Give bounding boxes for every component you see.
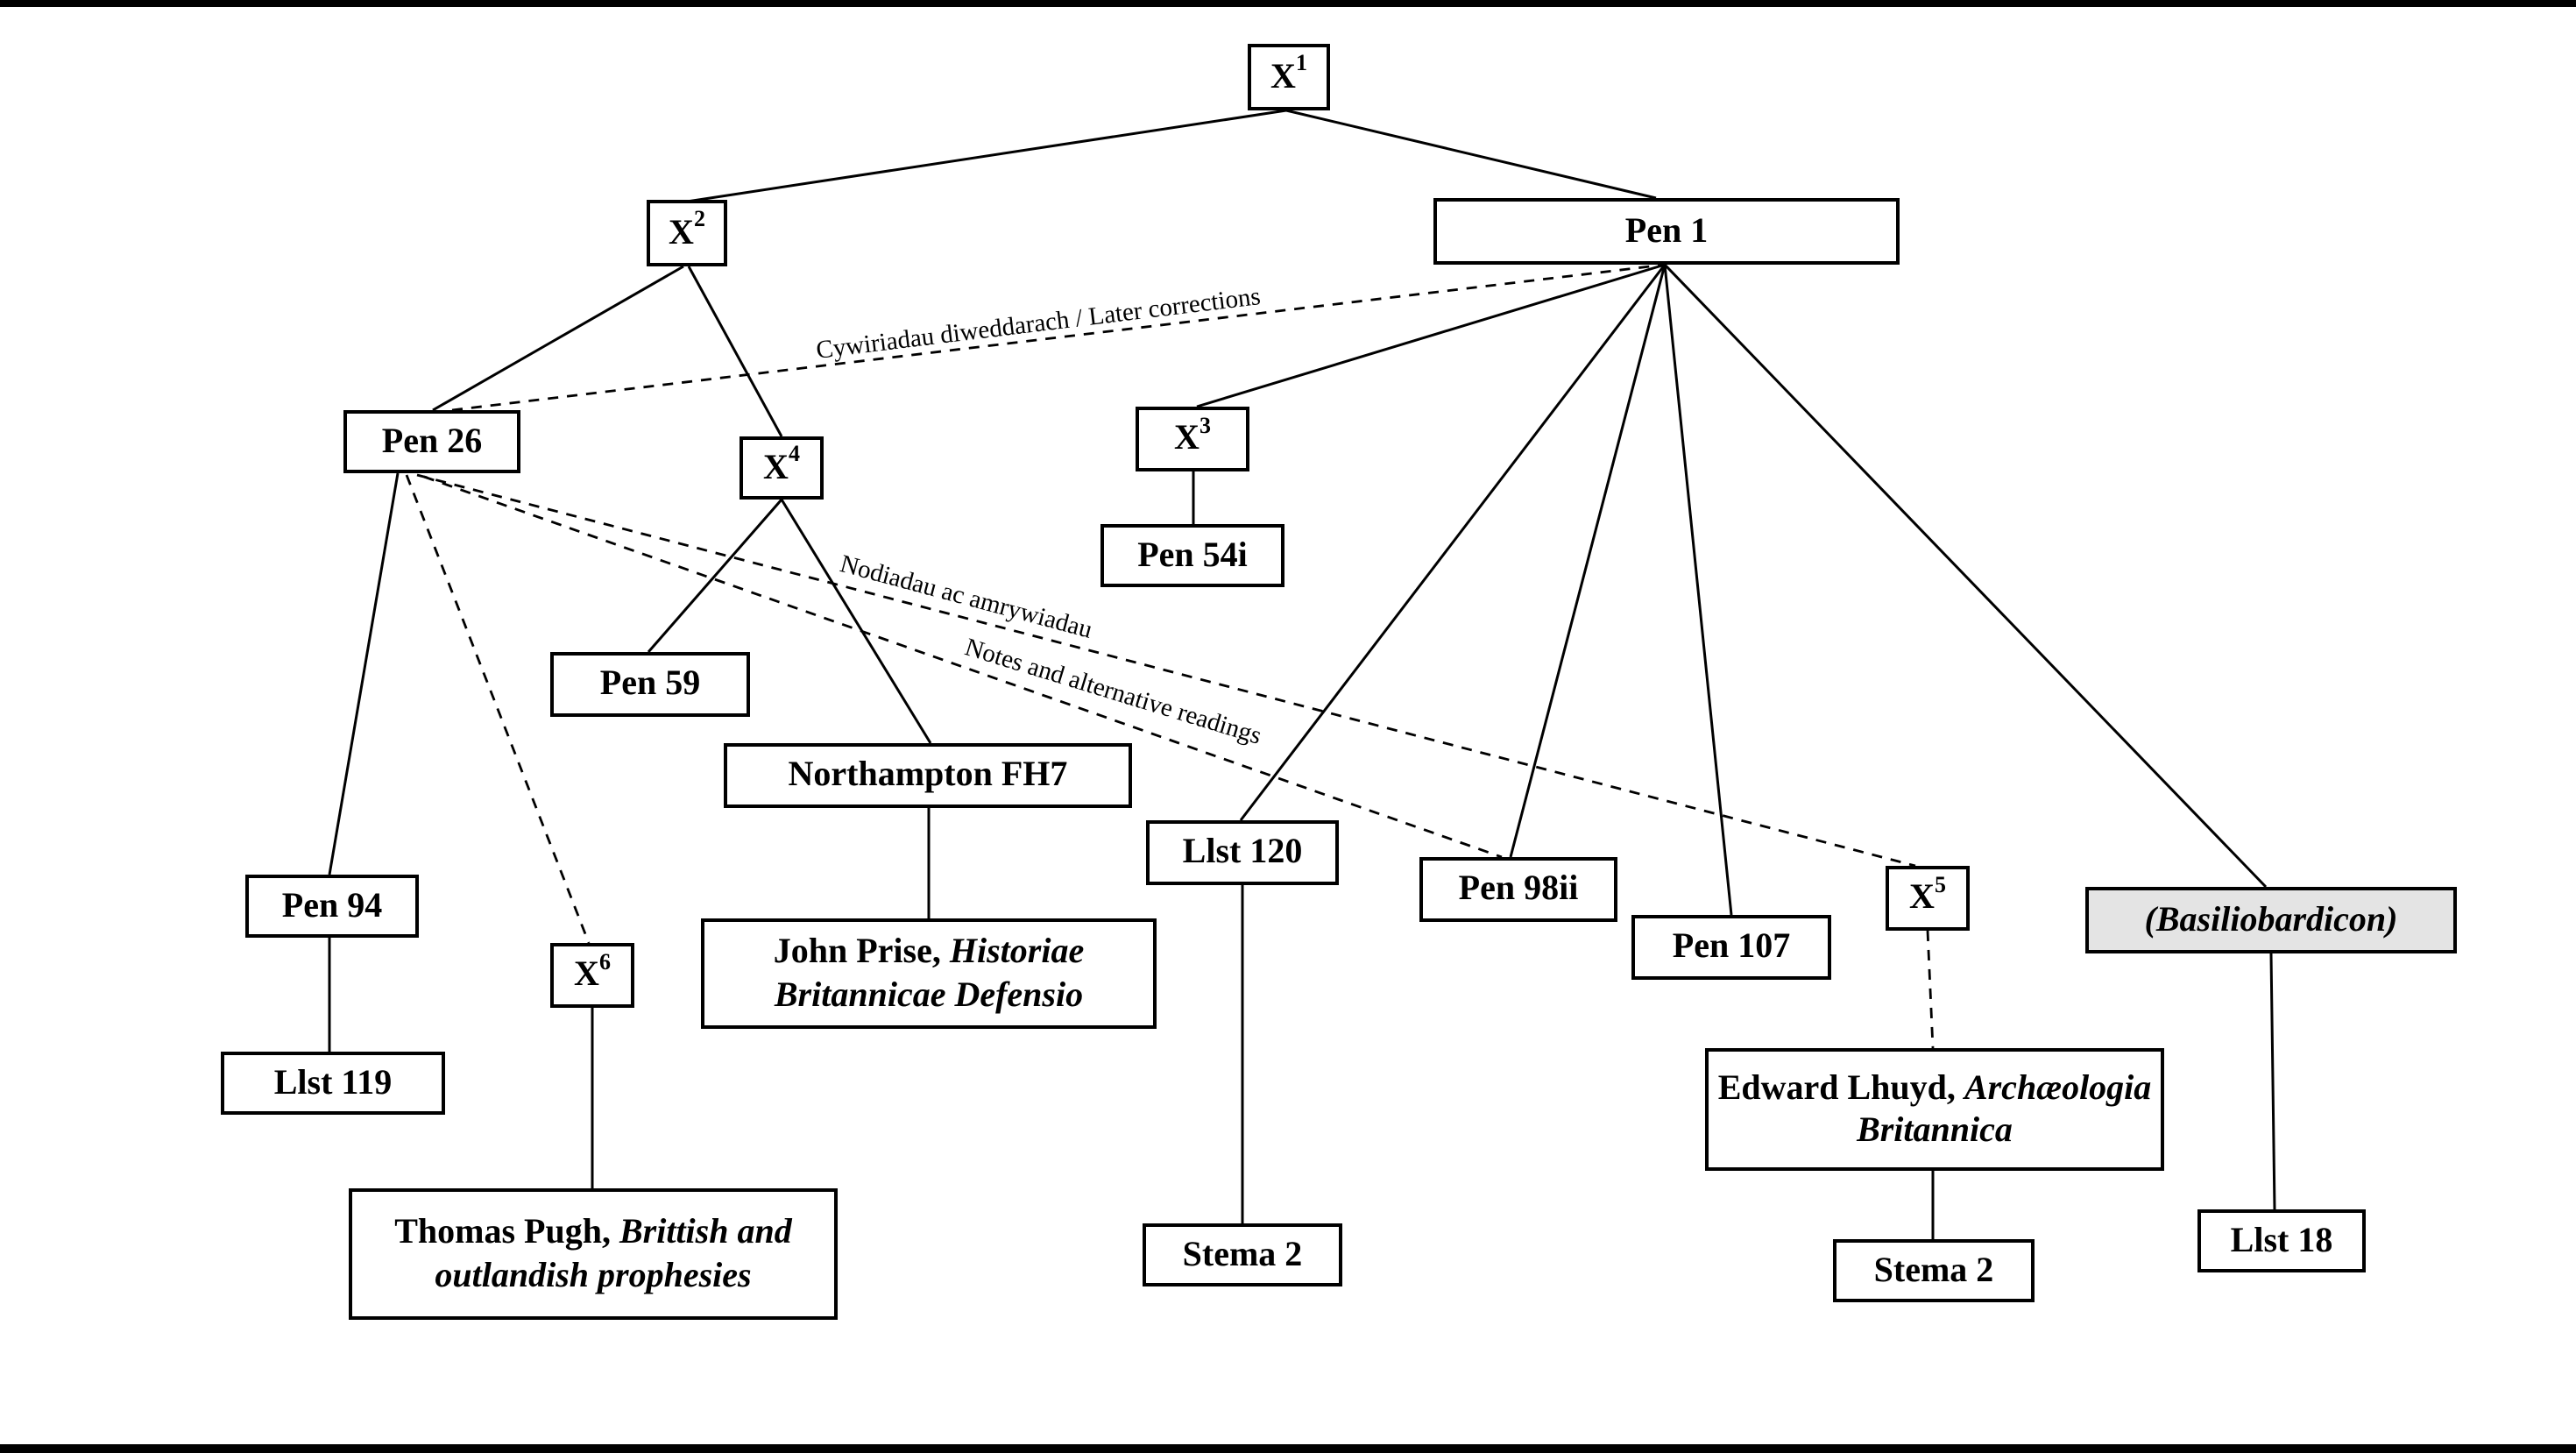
node-edward-lhuyd-title: Archæologia Britannica <box>1857 1068 2152 1150</box>
node-x4-sup: 4 <box>788 440 800 467</box>
node-x2: X2 <box>647 200 727 266</box>
edge-x2-pen26 <box>432 265 684 412</box>
node-pen59-label: Pen 59 <box>599 664 701 704</box>
node-x2-label: X <box>669 213 694 252</box>
node-thomas-pugh-title: Brittish and outlandish prophesies <box>435 1213 792 1294</box>
edge-pen26-x6-dashed <box>405 474 591 944</box>
edge-basiliobardicon-llst18 <box>2269 953 2276 1210</box>
node-x2-sup: 2 <box>693 205 705 232</box>
node-x6-label: X <box>574 955 599 995</box>
edge-pen1-basiliobardicon <box>1663 263 2268 889</box>
node-x6: X6 <box>550 943 634 1008</box>
node-x1: X1 <box>1248 44 1330 110</box>
node-x6-sup: 6 <box>598 947 611 975</box>
solid-edges <box>328 109 2276 1239</box>
node-x4-label: X <box>763 448 789 487</box>
node-pen107-label: Pen 107 <box>1672 927 1791 967</box>
node-edward-lhuyd-name: Edward Lhuyd, <box>1717 1068 1964 1108</box>
page-top-edge-bar <box>0 0 2576 7</box>
node-stema2-right: Stema 2 <box>1833 1239 2035 1302</box>
node-pen94: Pen 94 <box>245 875 419 938</box>
edge-pen1-llst120 <box>1239 264 1667 821</box>
node-x5-sup: 5 <box>1934 870 1946 897</box>
node-pen98ii-label: Pen 98ii <box>1458 869 1579 909</box>
node-llst119-label: Llst 119 <box>273 1063 393 1102</box>
edge-x2-x4 <box>687 266 783 437</box>
node-thomas-pugh-name: Thomas Pugh, <box>394 1213 619 1252</box>
node-john-prise-name: John Prise, <box>773 932 950 972</box>
edge-x4-northampton <box>780 499 932 744</box>
edge-x5-edwardlhuyd-dashed <box>1926 930 1935 1049</box>
node-john-prise: John Prise, Historiae Britannicae Defens… <box>701 918 1157 1029</box>
node-pen1-label: Pen 1 <box>1624 211 1709 251</box>
node-llst120-label: Llst 120 <box>1182 833 1303 872</box>
node-llst18-label: Llst 18 <box>2230 1221 2333 1260</box>
node-basiliobardicon-label: (Basiliobardicon) <box>2144 900 2398 939</box>
node-northampton-fh7: Northampton FH7 <box>724 743 1132 808</box>
node-llst18: Llst 18 <box>2197 1209 2366 1272</box>
node-llst119: Llst 119 <box>221 1052 445 1115</box>
node-northampton-fh7-label: Northampton FH7 <box>788 755 1068 795</box>
node-stema2-left: Stema 2 <box>1143 1223 1342 1286</box>
edge-pen1-x3 <box>1196 263 1666 408</box>
node-x3-sup: 3 <box>1199 411 1211 438</box>
node-pen94-label: Pen 94 <box>281 886 383 925</box>
node-x3-label: X <box>1174 419 1200 458</box>
node-pen26-label: Pen 26 <box>381 422 483 461</box>
page-bottom-edge-bar <box>0 1444 2576 1453</box>
node-basiliobardicon: (Basiliobardicon) <box>2085 887 2457 953</box>
edge-pen26-pen98ii-dashed <box>423 475 1503 859</box>
node-stema2-right-label: Stema 2 <box>1873 1251 1994 1290</box>
node-x5: X5 <box>1886 866 1970 931</box>
node-x1-sup: 1 <box>1295 49 1307 76</box>
edge-x4-pen59 <box>647 499 783 653</box>
node-pen107: Pen 107 <box>1631 915 1831 980</box>
node-pen1: Pen 1 <box>1433 198 1900 265</box>
node-stema2-left-label: Stema 2 <box>1182 1235 1303 1274</box>
edge-x1-x2 <box>686 109 1287 203</box>
node-llst120: Llst 120 <box>1146 820 1339 885</box>
node-pen59: Pen 59 <box>550 652 750 717</box>
node-pen26: Pen 26 <box>343 410 520 473</box>
node-thomas-pugh: Thomas Pugh, Brittish and outlandish pro… <box>349 1188 838 1320</box>
node-x1-label: X <box>1270 57 1296 96</box>
edge-pen1-pen107 <box>1663 264 1733 916</box>
edge-pen26-x5-dashed <box>416 473 1916 868</box>
edge-pen1-pen98ii <box>1509 264 1667 858</box>
node-pen98ii: Pen 98ii <box>1419 857 1617 922</box>
dashed-edges <box>405 263 1935 1049</box>
node-x5-label: X <box>1909 878 1935 918</box>
edge-pen26-pen94 <box>328 472 400 875</box>
node-edward-lhuyd: Edward Lhuyd, Archæologia Britannica <box>1705 1048 2164 1171</box>
node-x4: X4 <box>740 436 824 500</box>
edge-x1-pen1 <box>1285 109 1657 200</box>
node-pen54i-label: Pen 54i <box>1137 535 1248 575</box>
node-john-prise-title: Historiae Britannicae Defensio <box>774 932 1085 1014</box>
node-pen54i: Pen 54i <box>1100 524 1284 587</box>
node-x3: X3 <box>1136 407 1249 471</box>
